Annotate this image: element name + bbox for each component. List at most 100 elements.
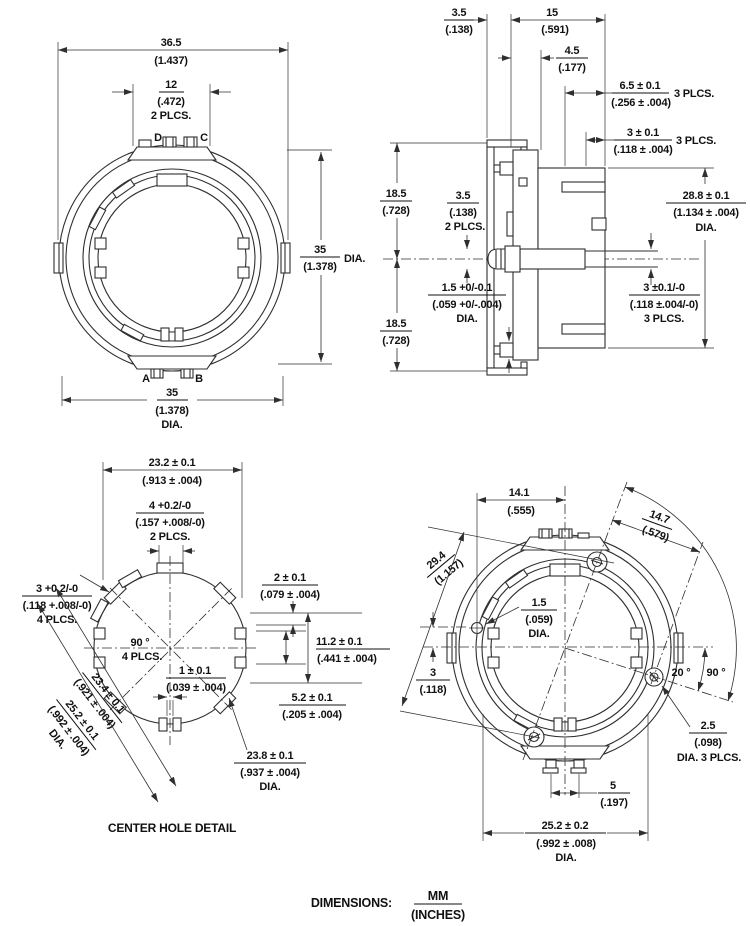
dim-text: (.059 +0/-.004) (432, 299, 502, 311)
arc-20deg (697, 647, 708, 692)
dim-text: DIA. (344, 253, 365, 265)
dim-text: 35 (166, 387, 178, 399)
dim-text: 4 PLCS. (122, 651, 162, 663)
dim-mount-3: 3 (.118) (416, 612, 450, 696)
dim-hole-23_2: 23.2 ± 0.1 (.913 ± .004) (102, 457, 243, 598)
pin-label-d: D (154, 132, 162, 144)
dim-text: (.472) (157, 96, 185, 108)
dim-text: (.992 ± .008) (536, 838, 596, 850)
dim-text: 15 (546, 7, 558, 19)
dim-text: 4 PLCS. (37, 614, 77, 626)
dim-text: 2 PLCS. (445, 221, 485, 233)
dim-side-18_5: 18.5 (.728) 18.5 (.728) (380, 142, 487, 372)
front-top-pins (138, 136, 198, 148)
dim-text: (.118 +.008/-0) (23, 600, 92, 612)
dim-text: 4 +0.2/-0 (149, 500, 191, 512)
dim-text: (.157 +.008/-0) (135, 517, 205, 529)
dim-text: 35 (314, 244, 326, 256)
dim-text: (.937 ± .004) (240, 767, 300, 779)
center-hole-detail-view: 23.2 ± 0.1 (.913 ± .004) 4 +0.2/-0 (.157… (22, 457, 390, 835)
dim-text: (.197) (600, 797, 628, 809)
dim-text: 3.5 (456, 190, 471, 202)
dim-side-pin-dia: 1.5 +0/-0.1 (.059 +0/-.004) DIA. (428, 282, 512, 373)
dim-front-dia-horizontal: 35 (1.378) DIA. (61, 376, 284, 431)
dim-text: 18.5 (386, 318, 407, 330)
front-bottom-pins (150, 368, 194, 379)
dim-hole-11_2: 11.2 ± 0.1 (.441 ± .004) (305, 613, 390, 683)
dim-mount-25_2: 25.2 ± 0.2 (.992 ± .008) DIA. (482, 714, 649, 864)
dim-text: 3 PLCS. (676, 135, 716, 147)
dim-text: 23.8 ± 0.1 (247, 750, 294, 762)
dim-mount-hole: 1.5 (.059) DIA. (485, 597, 557, 640)
dim-text: (.059) (525, 614, 553, 626)
dim-text: 6.5 ± 0.1 (620, 80, 661, 92)
dim-side-3_5: 3.5 (.138) (444, 7, 487, 36)
dim-text: 90 ° (131, 637, 150, 649)
mounting-bottom-pins (542, 759, 587, 774)
dim-text: 3 ±0.1/-0 (643, 282, 685, 294)
dim-text: 36.5 (161, 37, 182, 49)
dim-text: (.079 ± .004) (260, 589, 320, 601)
dim-text: 3.5 (452, 7, 467, 19)
dim-text: 2 PLCS. (150, 531, 190, 543)
dim-text: DIA. (528, 628, 549, 640)
dim-front-pin-spacing: 12 (.472) 2 PLCS. (112, 79, 231, 146)
dim-side-6_5: 6.5 ± 0.1 (.256 ± .004) 3 PLCS. (565, 80, 715, 109)
view-title: CENTER HOLE DETAIL (108, 821, 236, 835)
dim-side-slot: 3 ±0.1/-0 (.118 ±.004/-0) 3 PLCS. (629, 233, 700, 325)
dimensions-label: DIMENSIONS: (311, 896, 392, 910)
dim-text: DIA. (456, 313, 477, 325)
dim-text: (.913 ± .004) (142, 475, 202, 487)
dim-text: (.118 ± .004) (613, 144, 673, 156)
hole-1_5 (469, 620, 485, 636)
dim-text: 3 PLCS. (674, 88, 714, 100)
dim-hole-2: 2 ± 0.1 (.079 ± .004) (260, 572, 321, 637)
pin-label-b: B (195, 373, 203, 385)
dim-hole-23_8: 23.8 ± 0.1 (.937 ± .004) DIA. (228, 697, 306, 793)
dim-text: 3 PLCS. (644, 313, 684, 325)
dim-text: 5.2 ± 0.1 (292, 692, 333, 704)
dim-text: (.118 ±.004/-0) (630, 299, 699, 311)
dim-text: (.205 ± .004) (282, 709, 342, 721)
dim-text: (.256 ± .004) (611, 97, 671, 109)
dim-text: 28.8 ± 0.1 (683, 190, 730, 202)
dim-text: DIA. (695, 222, 716, 234)
dim-front-dia-vertical: 35 (1.378) DIA. (278, 149, 366, 365)
units-mm: MM (428, 889, 448, 903)
dim-text: 2 PLCS. (151, 110, 191, 122)
dim-text: DIA. 3 PLCS. (677, 752, 741, 764)
dim-text: 2 ± 0.1 (274, 572, 306, 584)
dim-text: 12 (165, 79, 177, 91)
dim-text: (.138) (445, 24, 473, 36)
mounting-top-pins (538, 528, 590, 539)
dim-mount-screw: 2.5 (.098) DIA. 3 PLCS. (661, 685, 741, 764)
center-line (522, 481, 628, 761)
pin-label-c: C (200, 132, 208, 144)
dim-side-3: 3 ± 0.1 (.118 ± .004) 3 PLCS. (586, 127, 717, 156)
dim-text: DIA. (555, 852, 576, 864)
dim-text: 5 (610, 780, 616, 792)
dim-text: 2.5 (701, 720, 716, 732)
angle-label-90: 90 ° (707, 667, 726, 679)
dim-text: (1.134 ± .004) (673, 207, 739, 219)
dim-text: (.138) (449, 207, 477, 219)
dim-text: (.039 ± .004) (166, 682, 226, 694)
dim-text: 23.2 ± 0.1 (149, 457, 196, 469)
dim-text: (.579) (640, 524, 670, 545)
dim-side-4_5: 4.5 (.177) (498, 45, 588, 74)
dim-front-width: 36.5 (1.437) (57, 37, 289, 240)
units-inches: (INCHES) (411, 908, 465, 922)
dim-side-28_8: 28.8 ± 0.1 (1.134 ± .004) DIA. (608, 167, 746, 349)
dim-text: DIA. (161, 419, 182, 431)
dim-text: 1.5 +0/-0.1 (442, 282, 493, 294)
side-view: 3.5 (.138) 15 (.591) 4.5 (.177) 6.5 ± 0.… (380, 7, 746, 376)
dim-hole-23_4: 23.4 ± 0.1 (.921 ± .004) (55, 587, 177, 787)
dim-text: DIA. (259, 781, 280, 793)
front-view: D C A B 36.5 (1.437) 12 (.472) 2 PLCS. (53, 37, 366, 431)
dim-hole-90deg: 90 ° 4 PLCS. (122, 637, 163, 663)
dim-text: (.441 ± .004) (317, 653, 377, 665)
side-outline (486, 139, 658, 376)
dim-text: (1.378) (155, 405, 189, 417)
